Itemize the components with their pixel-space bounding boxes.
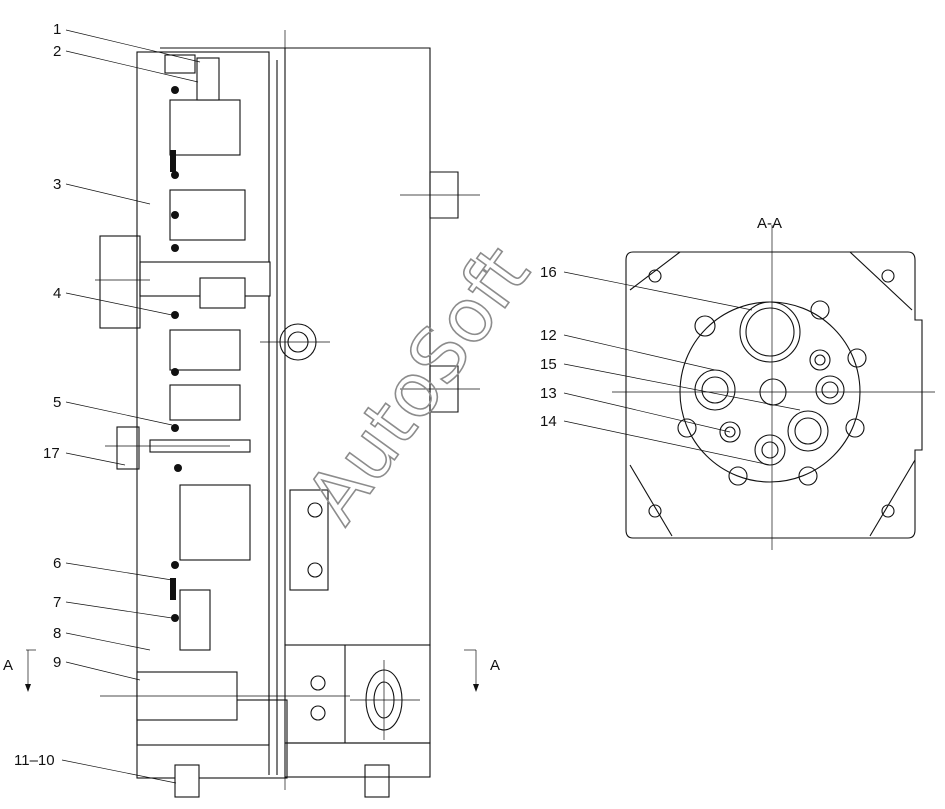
seal [170, 578, 176, 600]
section-mark-left: A [3, 657, 13, 674]
flange-outline [625, 251, 923, 539]
port [739, 301, 801, 363]
channel [169, 99, 241, 156]
bolt-holes [648, 269, 895, 518]
channel [199, 277, 246, 309]
callout-label: 3 [53, 176, 61, 193]
callout-label: 6 [53, 555, 61, 572]
watermark: AutoSoft [290, 231, 546, 539]
callout-label: 9 [53, 654, 61, 671]
callout-label: 2 [53, 43, 61, 60]
channel [179, 484, 251, 561]
side-port [99, 235, 141, 329]
channel [169, 329, 241, 371]
callout-label: 16 [540, 264, 557, 281]
channel [179, 589, 211, 651]
port [787, 410, 829, 452]
callout-label: 4 [53, 285, 61, 302]
callout-label: 15 [540, 356, 557, 373]
o-rings [171, 86, 182, 622]
callout-label: 12 [540, 327, 557, 344]
side-port [116, 426, 140, 470]
port [754, 434, 786, 466]
callout-label: 1 [53, 21, 61, 38]
callout-label: 17 [43, 445, 60, 462]
callout-label: 11–10 [14, 752, 55, 769]
port [815, 375, 845, 405]
seal [170, 150, 176, 172]
section-a-a-view [612, 225, 935, 550]
port [694, 369, 736, 411]
callout-label: 7 [53, 594, 61, 611]
leader-lines [26, 29, 801, 784]
callout-label: 14 [540, 413, 557, 430]
section-mark-right: A [490, 657, 500, 674]
section-title: A-A [757, 215, 782, 232]
channel [169, 189, 246, 241]
section-view [95, 30, 480, 798]
channel [169, 384, 241, 421]
bolt [196, 57, 220, 101]
callout-label: 13 [540, 385, 557, 402]
callout-label: 8 [53, 625, 61, 642]
callout-label: 5 [53, 394, 61, 411]
